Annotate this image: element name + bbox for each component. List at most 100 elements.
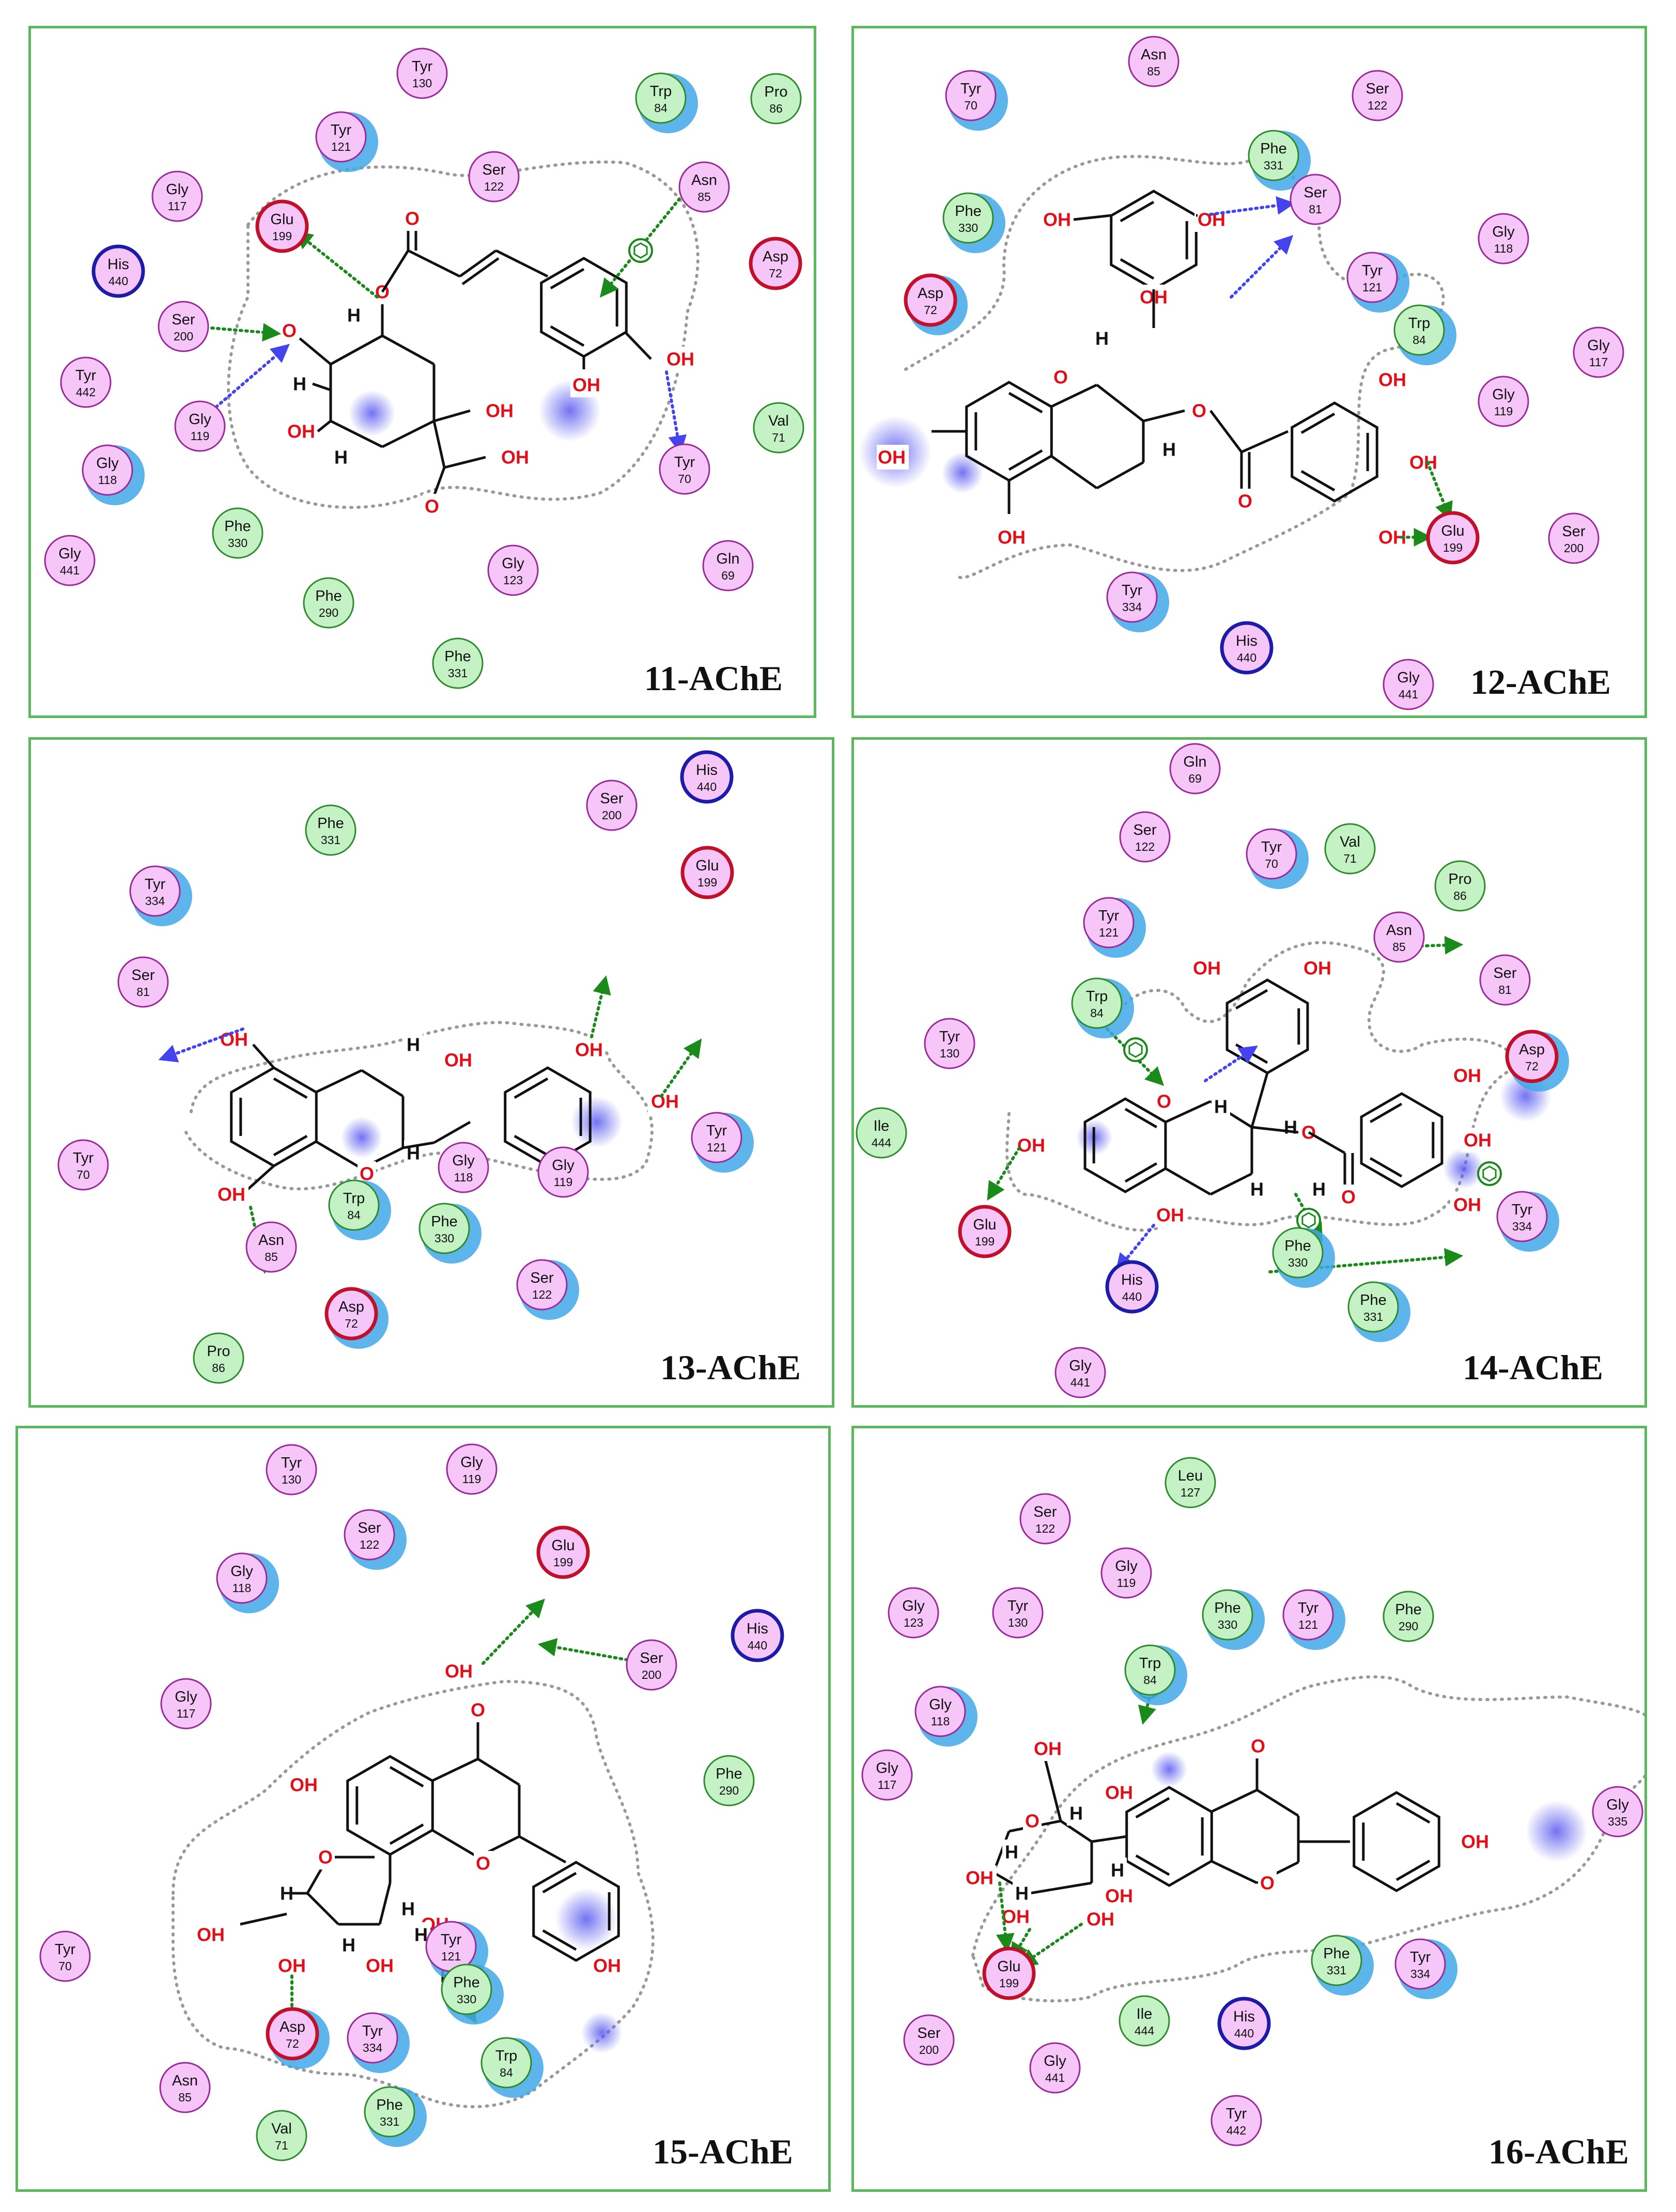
residue-number: 72 [769, 267, 782, 280]
residue-name: Gly [166, 181, 189, 198]
residue-name: Tyr [55, 1941, 76, 1958]
oxygen-label: O [476, 1853, 490, 1874]
residue-name: Gly [1115, 1558, 1138, 1575]
residue-number: 118 [232, 1581, 252, 1595]
hydroxyl-label: OH [1156, 1205, 1184, 1226]
residue-name: Asp [918, 285, 943, 302]
residue-name: His [107, 256, 129, 273]
residue-number: 441 [1399, 688, 1418, 701]
oxygen-label: O [425, 496, 439, 517]
hydrogen-label: H [1214, 1096, 1228, 1117]
hydrogen-label: H [1162, 439, 1176, 460]
residue-name: Gly [175, 1689, 197, 1705]
hydroxyl-label: OH [1409, 452, 1437, 473]
residue-number: 331 [1264, 159, 1283, 172]
residue-number: 200 [1564, 541, 1584, 555]
interaction-diagram: OOOHOHOHHOHHOHOHOTyr130Trp84Pro86Tyr121S… [44, 48, 804, 698]
hbond-glu199 [482, 1598, 545, 1665]
residue-name: Ser [1033, 1504, 1057, 1520]
residue-name: Trp [495, 2048, 517, 2064]
residue-number: 199 [272, 229, 292, 243]
residue-number: 122 [1035, 1522, 1055, 1535]
residue-name: Phe [955, 203, 982, 220]
hbond-glu199 [1018, 1923, 1083, 1968]
oxygen-label: O [318, 1847, 333, 1868]
hydroxyl-label: OH [666, 349, 694, 370]
residue-name: Tyr [1226, 2106, 1247, 2122]
residue-name: Gly [1044, 2053, 1066, 2069]
residue-name: Phe [376, 2097, 403, 2113]
residue-name: Tyr [1261, 839, 1282, 855]
pocket-outline [172, 1679, 655, 2109]
residue-number: 331 [448, 666, 468, 680]
residue-number: 81 [1309, 202, 1322, 216]
hydrogen-label: H [1095, 328, 1109, 349]
residue-number: 122 [1368, 99, 1387, 112]
residue-name: Ser [1365, 81, 1389, 97]
residue-name: Gly [1492, 224, 1515, 240]
hydrogen-label: H [1069, 1803, 1083, 1824]
residue-number: 72 [286, 2037, 299, 2050]
residue-ser-122: Ser 122 [1019, 1493, 1071, 1545]
residue-number: 119 [1494, 404, 1513, 418]
residue-number: 71 [1343, 852, 1357, 865]
residue-name: Trp [1139, 1655, 1161, 1672]
hbond-ser81 [158, 1027, 244, 1063]
hydroxyl-label: OH [1193, 958, 1221, 979]
oxygen-label: O [405, 208, 420, 229]
residue-number: 81 [1498, 983, 1512, 996]
residue-name: His [696, 762, 718, 778]
residue-number: 330 [228, 536, 247, 550]
residue-name: Tyr [362, 2023, 383, 2039]
hydrogen-label: H [334, 447, 348, 468]
residue-name: Ser [640, 1650, 663, 1666]
residue-name: Phe [1214, 1600, 1241, 1616]
residue-number: 71 [275, 2139, 288, 2152]
hydrogen-label: H [1111, 1860, 1124, 1881]
residue-number: 130 [282, 1473, 301, 1486]
residue-name: Ser [172, 311, 195, 328]
residue-name: Asn [1141, 46, 1167, 63]
residue-number: 122 [360, 1538, 379, 1551]
residue-name: Tyr [145, 876, 166, 893]
residue-number: 86 [1453, 889, 1467, 902]
hydroxyl-label: OH [445, 1661, 473, 1682]
residue-number: 84 [1090, 1006, 1104, 1020]
residue-name: Gly [929, 1696, 952, 1713]
hbond-ser81 [1209, 196, 1296, 216]
residue-number: 442 [76, 385, 96, 399]
residue-name: Ser [1133, 822, 1156, 838]
hydroxyl-label: OH [278, 1955, 306, 1976]
residue-number: 84 [1413, 333, 1426, 347]
residue-number: 121 [441, 1950, 461, 1963]
residue-number: 69 [1188, 772, 1202, 785]
hydroxyl-label: OH [220, 1029, 248, 1050]
residue-name: Gly [58, 546, 81, 562]
residue-number: 130 [1008, 1616, 1028, 1629]
residue-number: 331 [321, 833, 340, 847]
hbond-gly119 [210, 344, 290, 412]
residue-name: Gly [1606, 1797, 1629, 1813]
residue-number: 441 [1070, 1376, 1090, 1389]
